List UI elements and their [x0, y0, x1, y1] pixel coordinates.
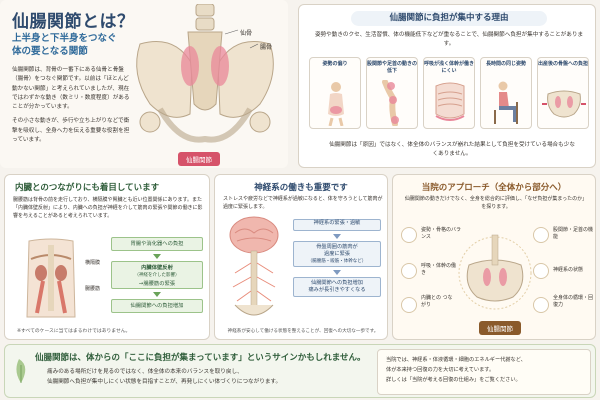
flow-arrow: [153, 254, 161, 259]
summary-line2: 仙腸関節へ負担が集中しにくい状態を目指すことが、再発しにくい体づくりにつながりま…: [47, 379, 282, 385]
flow-digestive-burden: 胃腸や消化器への負担: [111, 237, 203, 251]
flow-arrow: [333, 234, 341, 239]
intro-paragraph-2: その小さな動きが、歩行や立ち上がりなどで衝撃を吸収し、全身へ力を伝える重要な役割…: [12, 118, 130, 144]
leg-joints-icon: [382, 80, 399, 126]
muscle-tension-box: 骨盤周囲の筋肉が 過度に緊張 （腸腰筋・殿筋・体幹など）: [293, 241, 381, 267]
label-sacrum: 仙骨: [240, 30, 253, 37]
organs-panel: 内臓とのつながりにも着目しています 腸腰筋は背骨の前を走行しており、横隔膜や腎臓…: [4, 174, 210, 340]
approach-panel: 当院のアプローチ（全体から部分へ） 仙腸関節の動きだけでなく、全身を総合的に評価…: [392, 174, 596, 340]
brain-icon: [533, 263, 549, 279]
approach-item-recovery: 全身体の循環・回復力: [553, 295, 594, 308]
flow-si-joint-burden: 仙腸関節への負担増加: [111, 299, 203, 313]
reasons-lead: 姿勢や動きのクセ、生活習慣、体の機能低下などが重なることで、仙腸関節へ負担が集中…: [314, 32, 584, 47]
torso-organs-illustration: [26, 238, 76, 318]
label-ilium: 腸骨: [260, 44, 273, 51]
approach-text: 仙腸関節の動きだけでなく、全身を総合的に評価し、「なぜ負担が集まったのか」を探り…: [404, 196, 588, 210]
circulation-icon: [533, 297, 549, 313]
box2-line1: 骨盤周囲の筋肉が: [316, 244, 358, 250]
approach-item-nervous: 神経系の状態: [553, 267, 584, 273]
intro-paragraph-1: 仙腸関節は、背骨の一番下にある仙骨と骨盤（腸骨）をつなぐ関節です。以前は「ほとん…: [12, 67, 130, 111]
flow-arrow: [153, 292, 161, 297]
label-diaphragm: 横隔膜: [85, 260, 101, 266]
intro-subtitle-line2: 体の要となる関節: [12, 46, 88, 57]
summary-note-line2: 体が本来持つ回復の力を大切に考えています。: [386, 367, 495, 373]
summary-line1: 痛みのある場所だけを見るのではなく、体全体の本来のバランスを取り戻し、: [47, 369, 243, 375]
summary-note-line1: 当院では、神経系・体液循環・細胞のエネルギー代謝など、: [386, 357, 526, 363]
summary-headline: 仙腸関節は、体からの「ここに負担が集まっています」というサインかもしれません。: [35, 353, 366, 363]
pelvis-illustration: [136, 4, 274, 143]
sitting-person-icon: [494, 81, 518, 124]
nerves-text: ストレスや疲労などで神経系が過敏になると、体を守ろうとして筋肉が過度に緊張します…: [223, 196, 383, 210]
reasons-footnote: 仙腸関節は「原因」ではなく、体全体のバランスが崩れた結果として負担を受けている場…: [329, 142, 575, 157]
lungs-icon: [401, 263, 417, 279]
reason-label: 長時間の同じ姿勢: [485, 61, 526, 67]
box2-line3: （腸腰筋・殿筋・体幹など）: [307, 259, 367, 264]
center-pelvis-illustration: [458, 234, 532, 310]
nerves-panel: 神経系の働きも重要です ストレスや疲労などで神経系が過敏になると、体を守ろうとし…: [214, 174, 388, 340]
intro-panel: 仙腸関節とは？ 上半身と下半身をつなぐ 体の要となる関節 仙腸関節は、背骨の一番…: [0, 0, 288, 168]
reason-label: 股関節や足首の動きの低下: [367, 61, 418, 74]
organs-note: ※すべてのケースに当てはまるわけではありません。: [17, 329, 131, 334]
nerves-header: 神経系の働きも重要です: [254, 183, 348, 193]
intro-subtitle: 上半身と下半身をつなぐ 体の要となる関節: [12, 32, 117, 58]
approach-item-hip-ankle: 股関節・足首の機能: [553, 227, 594, 240]
flow2-line3: →腸腰筋の緊張: [138, 281, 176, 287]
reason-hip-ankle: 股関節や足首の動きの低下: [366, 57, 418, 129]
organs-text: 腸腰筋は背骨の前を走行しており、横隔膜や腎臓とも近い位置関係にあります。また「内…: [13, 197, 203, 219]
reason-label: 呼吸が浅く体幹が働きにくい: [424, 61, 475, 74]
si-joint-badge: 仙腸関節: [178, 152, 220, 166]
flow2-line2: （神経を介した影響）: [134, 273, 180, 278]
pelvis-pressure-icon: [542, 90, 586, 118]
approach-item-breathing: 呼吸・体幹の働き: [421, 263, 457, 276]
summary-band: 仙腸関節は、体からの「ここに負担が集まっています」というサインかもしれません。 …: [4, 344, 596, 398]
approach-header: 当院のアプローチ（全体から部分へ）: [421, 183, 567, 193]
flow-viscerosomatic-reflex: 内臓体壁反射 （神経を介した影響） →腸腰筋の緊張: [111, 261, 203, 289]
reason-label: 姿勢の偏り: [322, 61, 348, 67]
posture-figure-icon: [328, 82, 344, 126]
intro-subtitle-line1: 上半身と下半身をつなぐ: [12, 33, 117, 44]
joint-icon: [533, 227, 549, 243]
approach-item-organs: 内臓との つながり: [421, 295, 453, 308]
summary-body: 痛みのある場所だけを見るのではなく、体全体の本来のバランスを取り戻し、 仙腸関節…: [47, 367, 357, 387]
label-psoas: 腸腰筋: [85, 286, 101, 292]
intro-body: 仙腸関節は、背骨の一番下にある仙骨と骨盤（腸骨）をつなぐ関節です。以前は「ほとん…: [12, 66, 134, 150]
box3-line2: 痛みが長引きやすくなる: [308, 287, 366, 293]
leaf-icon: [16, 359, 26, 383]
reason-postpartum: 出産後の骨盤への負担: [537, 57, 589, 129]
brain-spine-illustration: [229, 216, 279, 316]
flow2-line1: 内臓体壁反射: [141, 265, 173, 271]
pain-prolonged-box: 仙腸関節への負担増加 痛みが長引きやすくなる: [293, 277, 381, 297]
ribcage-icon: [435, 82, 465, 121]
organs-header: 内臓とのつながりにも着目しています: [15, 183, 160, 193]
flow-arrow: [333, 270, 341, 275]
box3-line1: 仙腸関節への負担増加: [311, 280, 363, 286]
reasons-header: 仙腸関節に負担が集中する理由: [351, 11, 547, 26]
reasons-panel: 仙腸関節に負担が集中する理由 姿勢や動きのクセ、生活習慣、体の機能低下などが重な…: [298, 4, 596, 168]
summary-note-line3: 詳しくは「当院が考える回復の仕組み」をご覧ください。: [386, 377, 521, 383]
approach-item-posture: 姿勢・骨格のバランス: [421, 227, 462, 240]
box2-line2: 過度に緊張: [324, 251, 350, 257]
reason-label: 出産後の骨盤への負担: [538, 61, 589, 67]
reason-posture: 姿勢の偏り: [309, 57, 361, 129]
nerves-footnote: 神経系が安心して働ける状態を整えることが、回復への大切な一歩です。: [227, 329, 379, 334]
reason-sitting: 長時間の同じ姿勢: [480, 57, 532, 129]
summary-note-box: 当院では、神経系・体液循環・細胞のエネルギー代謝など、 体が本来持つ回復の力を大…: [377, 349, 591, 395]
posture-icon: [401, 227, 417, 243]
nervous-tension-box: 神経系の緊張・過敏: [293, 219, 381, 231]
intro-title: 仙腸関節とは？: [12, 12, 135, 32]
approach-center-badge: 仙腸関節: [479, 321, 521, 335]
kidney-icon: [401, 297, 417, 313]
reason-breathing: 呼吸が浅く体幹が働きにくい: [423, 57, 475, 129]
